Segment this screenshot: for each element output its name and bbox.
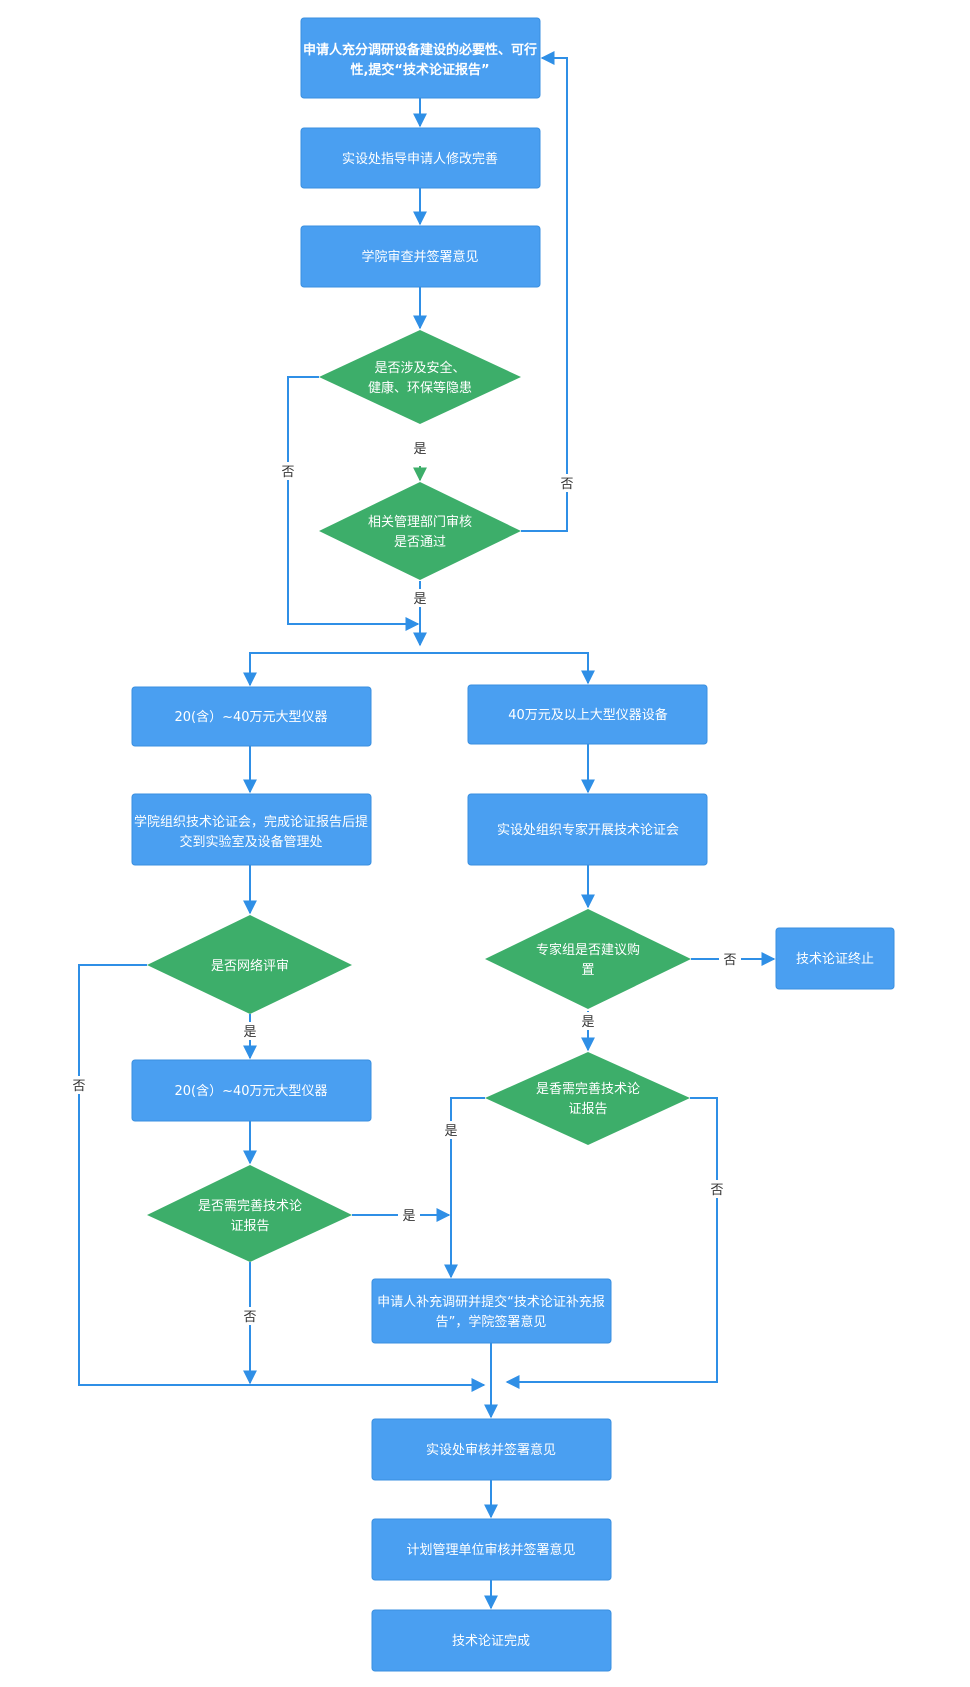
diamond-Ld1-shape bbox=[147, 915, 352, 1014]
box-F1-shape bbox=[371, 1418, 612, 1481]
diamond-Ld1-label: 是否网络评审 bbox=[211, 958, 289, 974]
box-Rend-shape bbox=[775, 927, 895, 990]
box-R1-shape bbox=[467, 684, 708, 745]
box-n1-shape bbox=[300, 17, 541, 99]
label-rd2-yes: 是 bbox=[444, 1124, 457, 1139]
diamond-Rd1-shape bbox=[485, 909, 691, 1009]
box-L2-line2: 交到实验室及设备管理处 bbox=[179, 834, 322, 850]
decision-diamonds bbox=[147, 330, 691, 1262]
box-S1-line2: 告”，学院签署意见 bbox=[436, 1314, 547, 1330]
diamond-d2-shape bbox=[319, 482, 521, 580]
diamond-Rd2-line2: 证报告 bbox=[568, 1102, 607, 1117]
diamond-d1-line2: 健康、环保等隐患 bbox=[368, 380, 472, 396]
box-n2-label: 实设处指导申请人修改完善 bbox=[342, 151, 498, 167]
diamond-d1-shape bbox=[319, 330, 521, 424]
box-S1-line1: 申请人补充调研并提交“技术论证补充报 bbox=[377, 1294, 605, 1310]
diamond-Rd2-line1: 是香需完善技术论 bbox=[536, 1081, 640, 1097]
label-ld2-no: 否 bbox=[243, 1310, 256, 1325]
box-R2-label: 实设处组织专家开展技术论证会 bbox=[497, 822, 679, 838]
diamond-Rd1-line2: 置 bbox=[581, 963, 594, 978]
box-F3-shape bbox=[371, 1609, 612, 1672]
box-F2-label: 计划管理单位审核并签署意见 bbox=[406, 1542, 575, 1558]
box-Rend-label: 技术论证终止 bbox=[796, 951, 874, 967]
label-rd1-yes: 是 bbox=[581, 1015, 594, 1030]
diamond-Ld2-line1: 是否需完善技术论 bbox=[198, 1198, 302, 1214]
edge-Rd2-no bbox=[505, 1097, 718, 1389]
label-ld1-yes: 是 bbox=[243, 1025, 256, 1040]
edge-label-backgrounds bbox=[68, 439, 741, 1325]
diamond-Ld2-shape bbox=[147, 1165, 352, 1262]
label-d1-no: 否 bbox=[281, 465, 294, 480]
diamond-d1-line1: 是否涉及安全、 bbox=[374, 360, 465, 376]
box-L3-shape bbox=[131, 1059, 372, 1122]
box-S1-shape bbox=[371, 1278, 612, 1344]
label-rd2-no: 否 bbox=[710, 1183, 723, 1198]
box-n3-shape bbox=[300, 225, 541, 288]
diamond-d2-line2: 是否通过 bbox=[394, 535, 446, 550]
box-R2-shape bbox=[467, 793, 708, 866]
label-ld1-no: 否 bbox=[72, 1079, 85, 1094]
box-R1-label: 40万元及以上大型仪器设备 bbox=[508, 707, 668, 723]
label-d1-yes: 是 bbox=[413, 442, 426, 457]
box-L2-shape bbox=[131, 793, 372, 866]
diamond-d2-line1: 相关管理部门审核 bbox=[368, 515, 472, 530]
box-n1-line2: 性,提交“技术论证报告” bbox=[350, 62, 489, 78]
box-F3-label: 技术论证完成 bbox=[452, 1634, 530, 1649]
box-F1-label: 实设处审核并签署意见 bbox=[426, 1442, 556, 1458]
box-n3-label: 学院审查并签署意见 bbox=[361, 249, 478, 265]
label-d2-yes: 是 bbox=[413, 592, 426, 607]
edge-d1-no bbox=[287, 376, 420, 631]
label-d2-no: 否 bbox=[560, 477, 573, 492]
box-F2-shape bbox=[371, 1518, 612, 1581]
label-rd1-no: 否 bbox=[723, 953, 736, 968]
box-L3-label: 20(含）~40万元大型仪器 bbox=[174, 1083, 327, 1099]
box-L1-shape bbox=[131, 686, 372, 747]
node-texts: 申请人充分调研设备建设的必要性、可行 性,提交“技术论证报告” 实设处指导申请人… bbox=[134, 42, 874, 1649]
connectors bbox=[78, 51, 776, 1610]
diamond-Ld2-line2: 证报告 bbox=[230, 1219, 269, 1234]
diamond-Rd2-shape bbox=[485, 1052, 690, 1145]
label-ld2-yes: 是 bbox=[402, 1209, 415, 1224]
diamond-Rd1-line1: 专家组是否建议购 bbox=[536, 942, 640, 958]
box-n2-shape bbox=[300, 127, 541, 189]
edge-Ld1-no bbox=[78, 964, 486, 1392]
process-boxes bbox=[131, 17, 895, 1672]
edge-d2-no-loop bbox=[521, 51, 568, 532]
edge-Rd2-yes bbox=[444, 1097, 485, 1279]
box-L2-line1: 学院组织技术论证会，完成论证报告后提 bbox=[134, 814, 368, 830]
edge-split bbox=[249, 652, 589, 655]
box-n1-line1: 申请人充分调研设备建设的必要性、可行 bbox=[303, 42, 537, 58]
box-L1-label: 20(含）~40万元大型仪器 bbox=[174, 709, 327, 725]
edge-labels: 是 否 否 是 是 否 是 否 否 是 是 否 bbox=[72, 442, 736, 1325]
